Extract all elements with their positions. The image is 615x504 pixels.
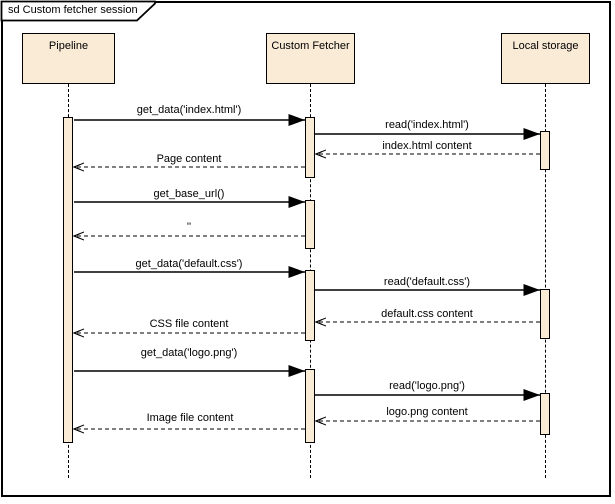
message-label-index-content: index.html content — [382, 140, 472, 152]
activation-fetcher-baseurl — [305, 200, 315, 249]
message-label-css-file-content: CSS file content — [149, 318, 229, 330]
message-label-get-data-index: get_data('index.html') — [136, 104, 242, 116]
frame-title-tab — [0, 0, 156, 22]
frame-title: sd Custom fetcher session — [8, 4, 138, 16]
message-label-css-content: default.css content — [381, 308, 473, 320]
message-label-read-logo: read('logo.png') — [389, 380, 465, 392]
message-label-page-content: Page content — [156, 153, 222, 165]
activation-storage-css — [540, 289, 550, 339]
activation-fetcher-index — [305, 117, 315, 178]
message-label-read-index: read('index.html') — [385, 119, 469, 131]
message-label-empty-string: '' — [186, 221, 192, 233]
message-label-image-content: Image file content — [146, 412, 234, 424]
diagram-frame — [1, 1, 611, 497]
activation-fetcher-logo — [305, 369, 315, 443]
actor-pipeline-label: Pipeline — [48, 40, 89, 52]
message-label-get-base-url: get_base_url() — [153, 188, 225, 200]
actor-custom-fetcher: Custom Fetcher — [266, 33, 355, 84]
lifeline-local-storage — [545, 84, 546, 478]
message-label-logo-content: logo.png content — [386, 406, 468, 418]
message-label-read-css: read('default.css') — [383, 276, 471, 288]
message-label-get-data-css: get_data('default.css') — [135, 258, 243, 270]
message-label-get-data-logo: get_data('logo.png') — [140, 347, 238, 359]
actor-local-storage-label: Local storage — [512, 40, 579, 52]
actor-custom-fetcher-label: Custom Fetcher — [271, 40, 350, 52]
activation-fetcher-css — [305, 270, 315, 341]
actor-local-storage: Local storage — [501, 33, 590, 84]
activation-storage-logo — [540, 393, 550, 435]
actor-pipeline: Pipeline — [22, 33, 115, 84]
activation-pipeline — [63, 117, 73, 443]
activation-storage-index — [540, 131, 550, 170]
